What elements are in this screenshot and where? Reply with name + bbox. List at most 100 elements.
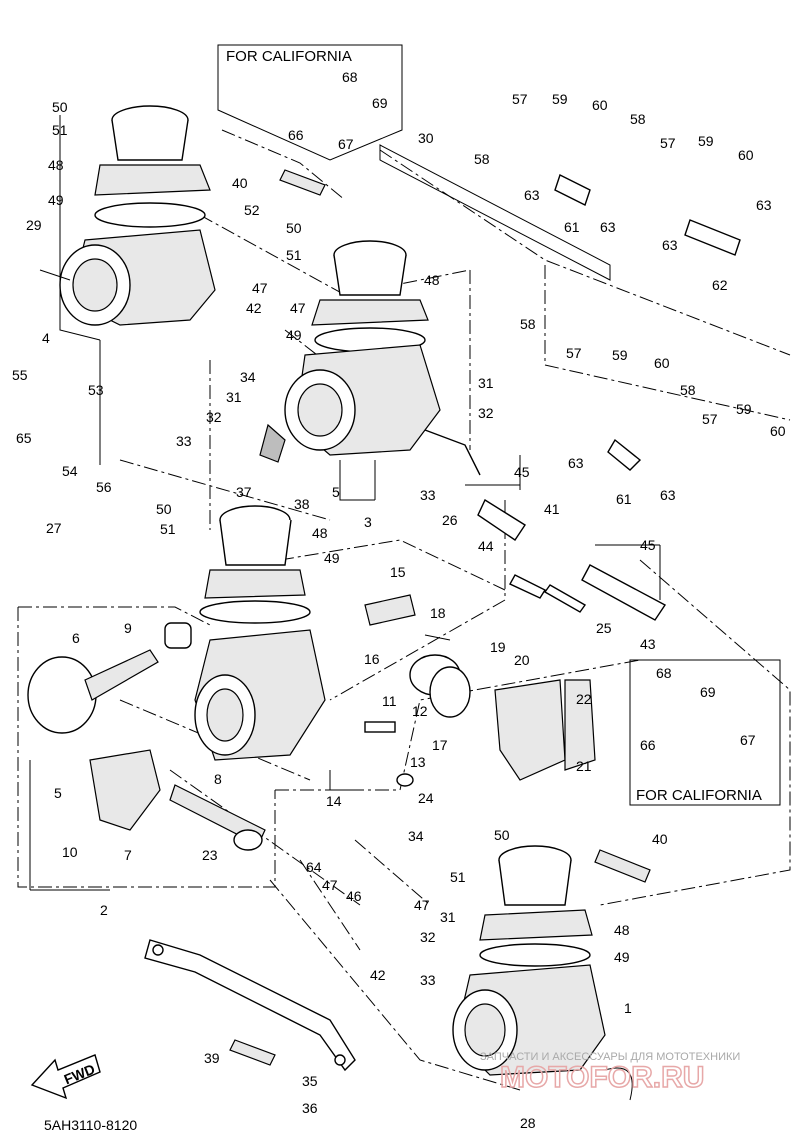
- callout-57: 57: [512, 91, 528, 107]
- callout-16: 16: [364, 651, 380, 667]
- carburetor-2: [27, 505, 326, 831]
- callout-43: 43: [640, 636, 656, 652]
- callout-30: 30: [418, 130, 434, 146]
- callout-18: 18: [430, 605, 446, 621]
- callout-57: 57: [660, 135, 676, 151]
- center-small-parts: [169, 594, 596, 851]
- callout-60: 60: [738, 147, 754, 163]
- callout-31: 31: [440, 909, 456, 925]
- callout-53: 53: [88, 382, 104, 398]
- callout-25: 25: [596, 620, 612, 636]
- callout-61: 61: [564, 219, 580, 235]
- callout-41: 41: [544, 501, 560, 517]
- callout-55: 55: [12, 367, 28, 383]
- watermark-big: MOTOFOR.RU: [500, 1061, 704, 1094]
- callout-13: 13: [410, 754, 426, 770]
- callout-34: 34: [240, 369, 256, 385]
- california-box-right: [629, 659, 781, 806]
- callout-15: 15: [390, 564, 406, 580]
- callout-69: 69: [372, 95, 388, 111]
- callout-35: 35: [302, 1073, 318, 1089]
- callout-5: 5: [54, 785, 62, 801]
- callout-45: 45: [514, 464, 530, 480]
- callout-14: 14: [326, 793, 342, 809]
- callout-68: 68: [656, 665, 672, 681]
- callout-58: 58: [630, 111, 646, 127]
- callout-49: 49: [48, 192, 64, 208]
- callout-66: 66: [640, 737, 656, 753]
- callout-63: 63: [660, 487, 676, 503]
- callout-63: 63: [756, 197, 772, 213]
- callout-59: 59: [552, 91, 568, 107]
- callout-45: 45: [640, 537, 656, 553]
- callout-38: 38: [294, 496, 310, 512]
- callout-63: 63: [662, 237, 678, 253]
- callout-23: 23: [202, 847, 218, 863]
- callout-31: 31: [226, 389, 242, 405]
- callout-68: 68: [342, 69, 358, 85]
- california-box-top: [217, 44, 403, 161]
- callout-26: 26: [442, 512, 458, 528]
- callout-11: 11: [382, 693, 397, 709]
- callout-48: 48: [424, 272, 440, 288]
- california-label-top: FOR CALIFORNIA: [226, 48, 352, 65]
- callout-2: 2: [100, 902, 108, 918]
- callout-37: 37: [236, 484, 252, 500]
- callout-63: 63: [600, 219, 616, 235]
- callout-50: 50: [52, 99, 68, 115]
- callout-60: 60: [654, 355, 670, 371]
- callout-47: 47: [290, 300, 306, 316]
- callout-52: 52: [244, 202, 260, 218]
- callout-63: 63: [524, 187, 540, 203]
- callout-5: 5: [332, 484, 340, 500]
- callout-labels: 50 51 48 49 29 4 55 53 65 54 56 27 40 52…: [12, 69, 786, 1131]
- callout-46: 46: [346, 888, 362, 904]
- callout-63: 63: [568, 455, 584, 471]
- callout-21: 21: [576, 758, 592, 774]
- callout-49: 49: [286, 327, 302, 343]
- callout-51: 51: [286, 247, 302, 263]
- callout-33: 33: [420, 972, 436, 988]
- callout-8: 8: [214, 771, 222, 787]
- callout-50: 50: [286, 220, 302, 236]
- callout-32: 32: [478, 405, 494, 421]
- callout-49: 49: [324, 550, 340, 566]
- callout-48: 48: [312, 525, 328, 541]
- callout-7: 7: [124, 847, 132, 863]
- callout-24: 24: [418, 790, 434, 806]
- callout-33: 33: [420, 487, 436, 503]
- callout-6: 6: [72, 630, 80, 646]
- callout-60: 60: [770, 423, 786, 439]
- callout-47: 47: [252, 280, 268, 296]
- callout-4: 4: [42, 330, 50, 346]
- callout-47: 47: [322, 877, 338, 893]
- callout-51: 51: [52, 122, 68, 138]
- callout-61: 61: [616, 491, 632, 507]
- callout-47: 47: [414, 897, 430, 913]
- right-hoses: [279, 144, 741, 883]
- callout-50: 50: [494, 827, 510, 843]
- callout-29: 29: [26, 217, 42, 233]
- carburetor-4: [39, 105, 216, 326]
- callout-54: 54: [62, 463, 78, 479]
- callout-9: 9: [124, 620, 132, 636]
- callout-50: 50: [156, 501, 172, 517]
- callout-22: 22: [576, 691, 592, 707]
- callout-34: 34: [408, 828, 424, 844]
- callout-31: 31: [478, 375, 494, 391]
- callout-49: 49: [614, 949, 630, 965]
- callout-59: 59: [698, 133, 714, 149]
- watermark-small: ЗАПЧАСТИ И АКСЕССУАРЫ ДЛЯ МОТОТЕХНИКИ: [480, 1051, 740, 1063]
- callout-32: 32: [420, 929, 436, 945]
- callout-48: 48: [48, 157, 64, 173]
- carburetor-3: [259, 240, 441, 463]
- callout-56: 56: [96, 479, 112, 495]
- callout-69: 69: [700, 684, 716, 700]
- callout-28: 28: [520, 1115, 536, 1131]
- callout-40: 40: [232, 175, 248, 191]
- bottom-bracket: [144, 939, 356, 1072]
- callout-33: 33: [176, 433, 192, 449]
- callout-57: 57: [566, 345, 582, 361]
- callout-36: 36: [302, 1100, 318, 1116]
- callout-51: 51: [450, 869, 466, 885]
